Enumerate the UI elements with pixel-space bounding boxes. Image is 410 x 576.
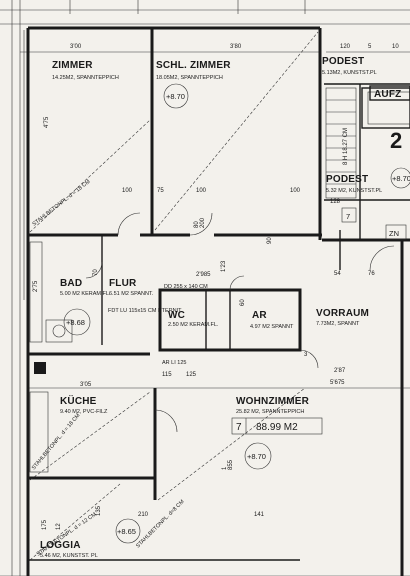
room-aufzug: AUFZ	[374, 89, 401, 100]
room-wohnzimmer-area: 25.82 M2, SPANNTEPPICH	[236, 409, 304, 415]
svg-text:3: 3	[304, 352, 308, 358]
svg-text:128: 128	[330, 199, 341, 205]
svg-text:135: 135	[96, 505, 102, 516]
svg-text:125: 125	[186, 372, 197, 378]
stair-number: 2	[390, 128, 402, 153]
svg-text:5: 5	[368, 44, 372, 50]
room-kueche: KÜCHE	[60, 394, 97, 407]
staircase	[325, 87, 410, 199]
svg-text:200: 200	[200, 217, 206, 228]
level-marker-bad: +8.68	[63, 308, 91, 336]
apartment-tag: 7 88.99 M2	[231, 417, 323, 435]
svg-text:1: 1	[222, 466, 228, 470]
walls	[26, 26, 410, 576]
svg-text:75: 75	[157, 188, 164, 194]
svg-text:115: 115	[162, 372, 172, 378]
svg-text:2'985: 2'985	[196, 272, 211, 278]
svg-text:76: 76	[368, 271, 375, 277]
room-wc-area: 2.50 M2 KERAM.FL.	[168, 322, 219, 328]
room-loggia: LOGGIA	[40, 540, 81, 551]
room-wohnzimmer: WOHNZIMMER	[236, 396, 310, 407]
level-marker-wohn: +8.70	[244, 442, 272, 470]
room-ar-area: 4.97 M2 SPANNT	[250, 324, 294, 330]
svg-text:+8.70: +8.70	[166, 92, 185, 101]
room-bad: BAD	[60, 278, 82, 289]
svg-text:3'00: 3'00	[70, 44, 82, 50]
svg-text:10: 10	[392, 44, 399, 50]
note-stahlbeton-1: STAHLBETONPL. d = 18 CM	[32, 179, 92, 228]
room-podest-top: PODEST	[322, 56, 364, 67]
svg-text:+8.70: +8.70	[247, 452, 266, 461]
level-marker-podest: +8.70	[390, 167, 410, 189]
svg-text:ZN: ZN	[389, 229, 399, 238]
stair-note: 8 H 18.27 CM	[343, 128, 349, 165]
room-flur-area: 6.51 M2 SPANNT.	[109, 291, 154, 297]
room-bad-area: 5.00 M2 KERAM.FL.	[60, 291, 111, 297]
room-loggia-area: 5.46 M2, KUNSTST. PL	[40, 553, 98, 559]
svg-text:60: 60	[240, 299, 246, 306]
svg-text:120: 120	[340, 44, 351, 50]
diagonal-lines	[29, 31, 319, 561]
svg-text:100: 100	[122, 188, 133, 194]
svg-text:80: 80	[194, 221, 200, 228]
svg-text:3'80: 3'80	[230, 44, 242, 50]
svg-text:2'87: 2'87	[334, 368, 346, 374]
svg-text:54: 54	[334, 271, 341, 277]
svg-text:100: 100	[290, 188, 301, 194]
room-vorraum-area: 7.73M2, SPANNT	[316, 321, 360, 327]
room-zimmer-area: 14.25M2, SPANNTEPPICH	[52, 75, 119, 81]
room-kueche-area: 9.40 M2, PVC-FILZ	[60, 409, 108, 415]
svg-text:7: 7	[346, 212, 350, 221]
svg-text:100: 100	[196, 188, 207, 194]
room-vorraum: VORRAUM	[316, 308, 369, 319]
door-swings	[85, 212, 395, 433]
svg-text:+8.68: +8.68	[66, 318, 85, 327]
svg-text:175: 175	[42, 519, 48, 530]
level-marker-loggia: +8.65	[115, 518, 141, 544]
bathtub	[29, 241, 73, 343]
note-ar-window: AR LI 125	[162, 360, 186, 366]
room-podest-mid: PODEST	[326, 174, 368, 185]
room-schlzimmer: SCHL. ZIMMER	[156, 60, 231, 71]
svg-text:5'675: 5'675	[330, 380, 345, 386]
svg-text:1'23: 1'23	[221, 260, 227, 272]
apartment-number: 7	[236, 422, 242, 433]
svg-text:855: 855	[228, 459, 234, 470]
svg-text:90: 90	[267, 237, 273, 244]
level-marker-zimmer: +8.70	[163, 83, 189, 109]
kitchen-counter	[29, 362, 49, 473]
room-podest-mid-area: 5.32 M2, KUNSTST.PL	[326, 188, 382, 194]
svg-text:+8.65: +8.65	[117, 527, 136, 536]
zn-tag: ZN	[385, 224, 407, 240]
note-bad-window: FDT LU 115x15 CM ETERNIT	[108, 308, 182, 314]
apartment-area: 88.99 M2	[256, 422, 298, 433]
svg-text:70: 70	[93, 269, 99, 276]
room-wc: WC	[168, 310, 185, 321]
svg-text:3'05: 3'05	[80, 382, 92, 388]
svg-text:2'75: 2'75	[33, 280, 39, 292]
room-schlzimmer-area: 18.05M2, SPANNTEPPICH	[156, 75, 223, 81]
room-ar: AR	[252, 310, 267, 321]
svg-text:210: 210	[138, 512, 149, 518]
note-wc-opening: DD 255 x 140 CM	[164, 284, 208, 290]
note-stahlbeton-4: STAHLBETONPL. d=8 CM	[135, 499, 186, 550]
svg-text:12: 12	[56, 523, 62, 530]
svg-text:+8.70: +8.70	[392, 174, 410, 183]
room-flur: FLUR	[109, 278, 137, 289]
svg-text:141: 141	[254, 512, 265, 518]
room-podest-top-area: 5.13M2, KUNSTST.PL	[322, 70, 377, 76]
svg-text:4'75: 4'75	[44, 116, 50, 128]
note-stahlbeton-2: STAHLBETONPL. d = 18 CM	[31, 412, 82, 471]
door-tag: 7	[341, 207, 357, 223]
dimension-labels: 3'00 3'80 4'75 120 5 10 128 100 75 100 1…	[33, 44, 399, 530]
room-zimmer: ZIMMER	[52, 60, 93, 71]
